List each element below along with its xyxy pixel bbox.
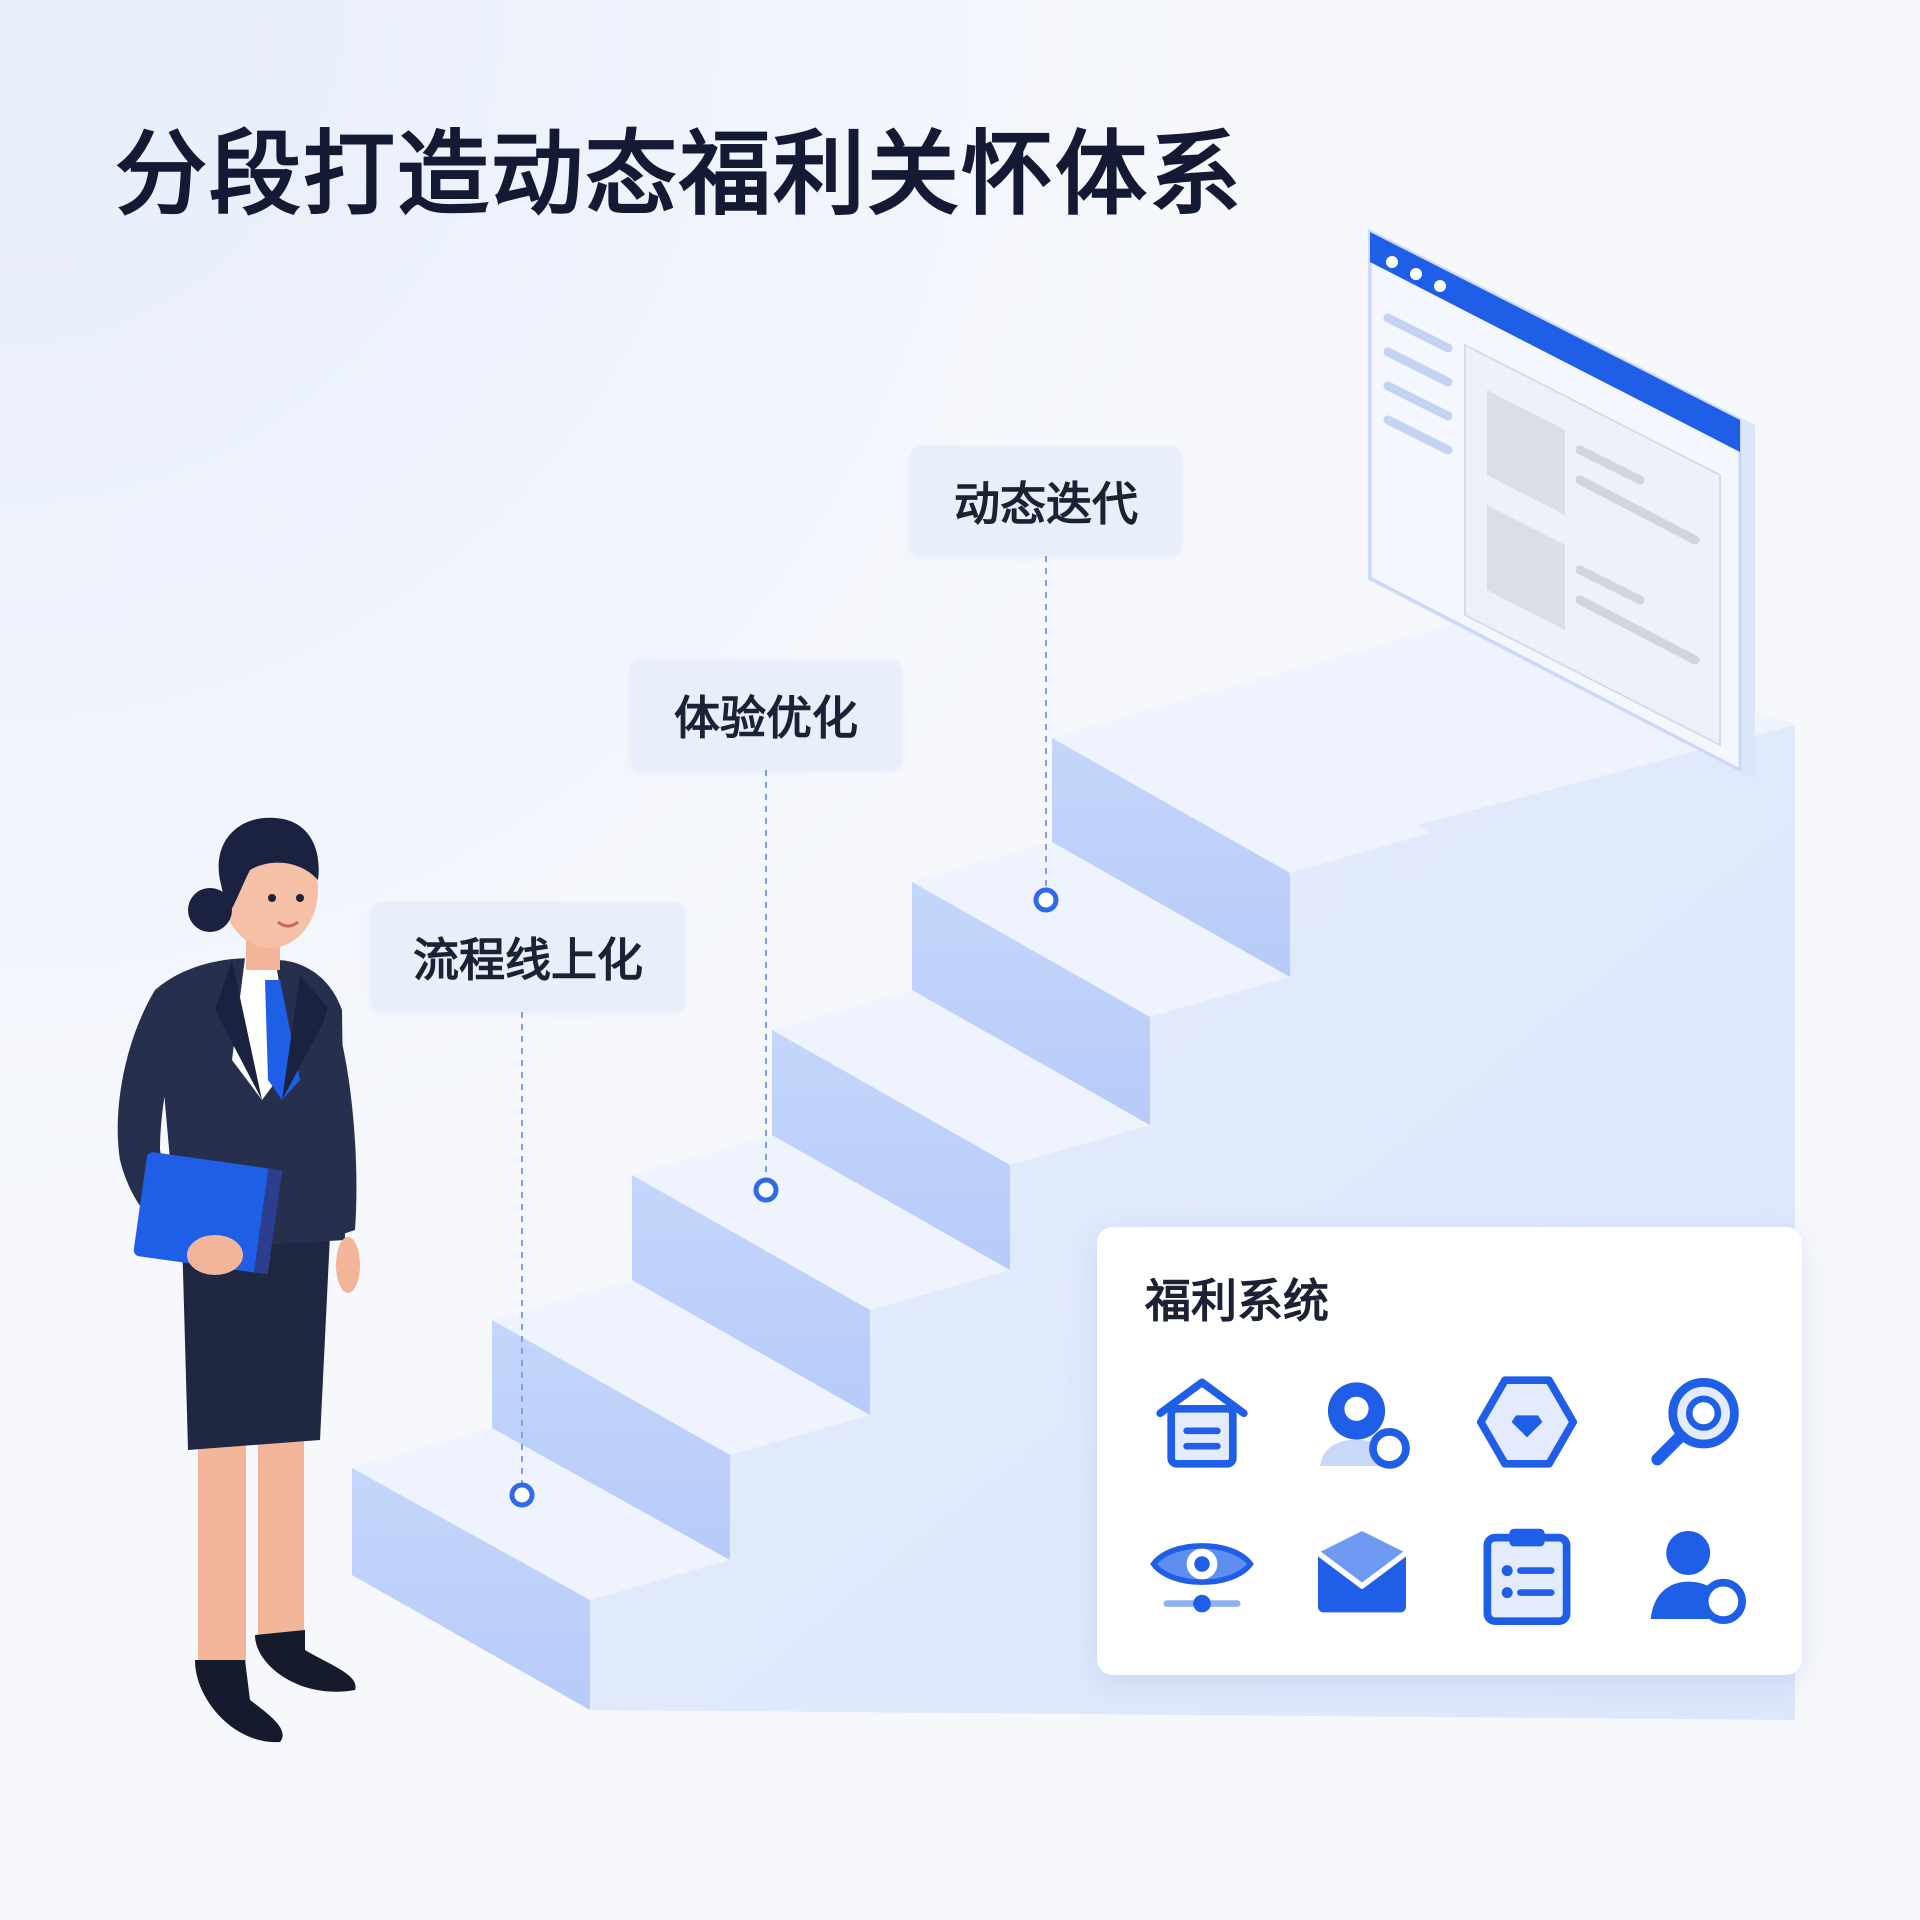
step-6-top — [1052, 698, 1430, 873]
step-4-top — [772, 990, 1150, 1165]
step-5-top — [912, 842, 1290, 1017]
browser-titlebar — [1370, 232, 1740, 452]
step-3-riser — [632, 1175, 870, 1415]
card-title: 福利系统 — [1145, 1274, 1329, 1328]
step-label-1-text: 流程线上化 — [413, 933, 643, 987]
step-2-riser — [492, 1320, 730, 1560]
diamond-badge-icon[interactable] — [1472, 1367, 1582, 1477]
step-1-riser — [352, 1468, 590, 1710]
home-document-icon[interactable] — [1147, 1367, 1257, 1477]
step-1-top — [352, 1428, 730, 1600]
step-3-top — [632, 1135, 1010, 1310]
search-icon[interactable] — [1642, 1367, 1752, 1477]
clipboard-list-icon[interactable] — [1472, 1520, 1582, 1630]
step-5-riser — [912, 882, 1150, 1125]
user-settings-icon[interactable] — [1642, 1520, 1752, 1630]
step-4-riser — [772, 1030, 1010, 1270]
step-label-2-text: 体验优化 — [674, 691, 858, 745]
step-label-2: 体验优化 — [630, 660, 902, 770]
milestone-dot-1 — [509, 1482, 535, 1508]
user-gear-icon[interactable] — [1307, 1367, 1417, 1477]
welfare-system-card: 福利系统 — [1097, 1227, 1802, 1675]
milestone-connectors — [521, 556, 1047, 1485]
stair-steps — [352, 698, 1430, 1710]
mail-icon[interactable] — [1307, 1520, 1417, 1630]
milestone-dot-2 — [753, 1177, 779, 1203]
step-label-3: 动态迭代 — [910, 446, 1182, 556]
milestone-dots — [509, 887, 1059, 1508]
page-title: 分段打造动态福利关怀体系 — [115, 121, 1244, 228]
step-6-riser — [1052, 738, 1290, 977]
step-2-top — [492, 1280, 870, 1455]
businesswoman-illustration — [117, 817, 360, 1743]
blue-folder — [133, 1152, 276, 1273]
milestone-dot-3 — [1033, 887, 1059, 913]
browser-window-illustration — [1368, 228, 1755, 780]
step-label-1: 流程线上化 — [371, 902, 685, 1012]
eye-flow-icon[interactable] — [1147, 1520, 1257, 1630]
step-label-3-text: 动态迭代 — [954, 477, 1138, 531]
